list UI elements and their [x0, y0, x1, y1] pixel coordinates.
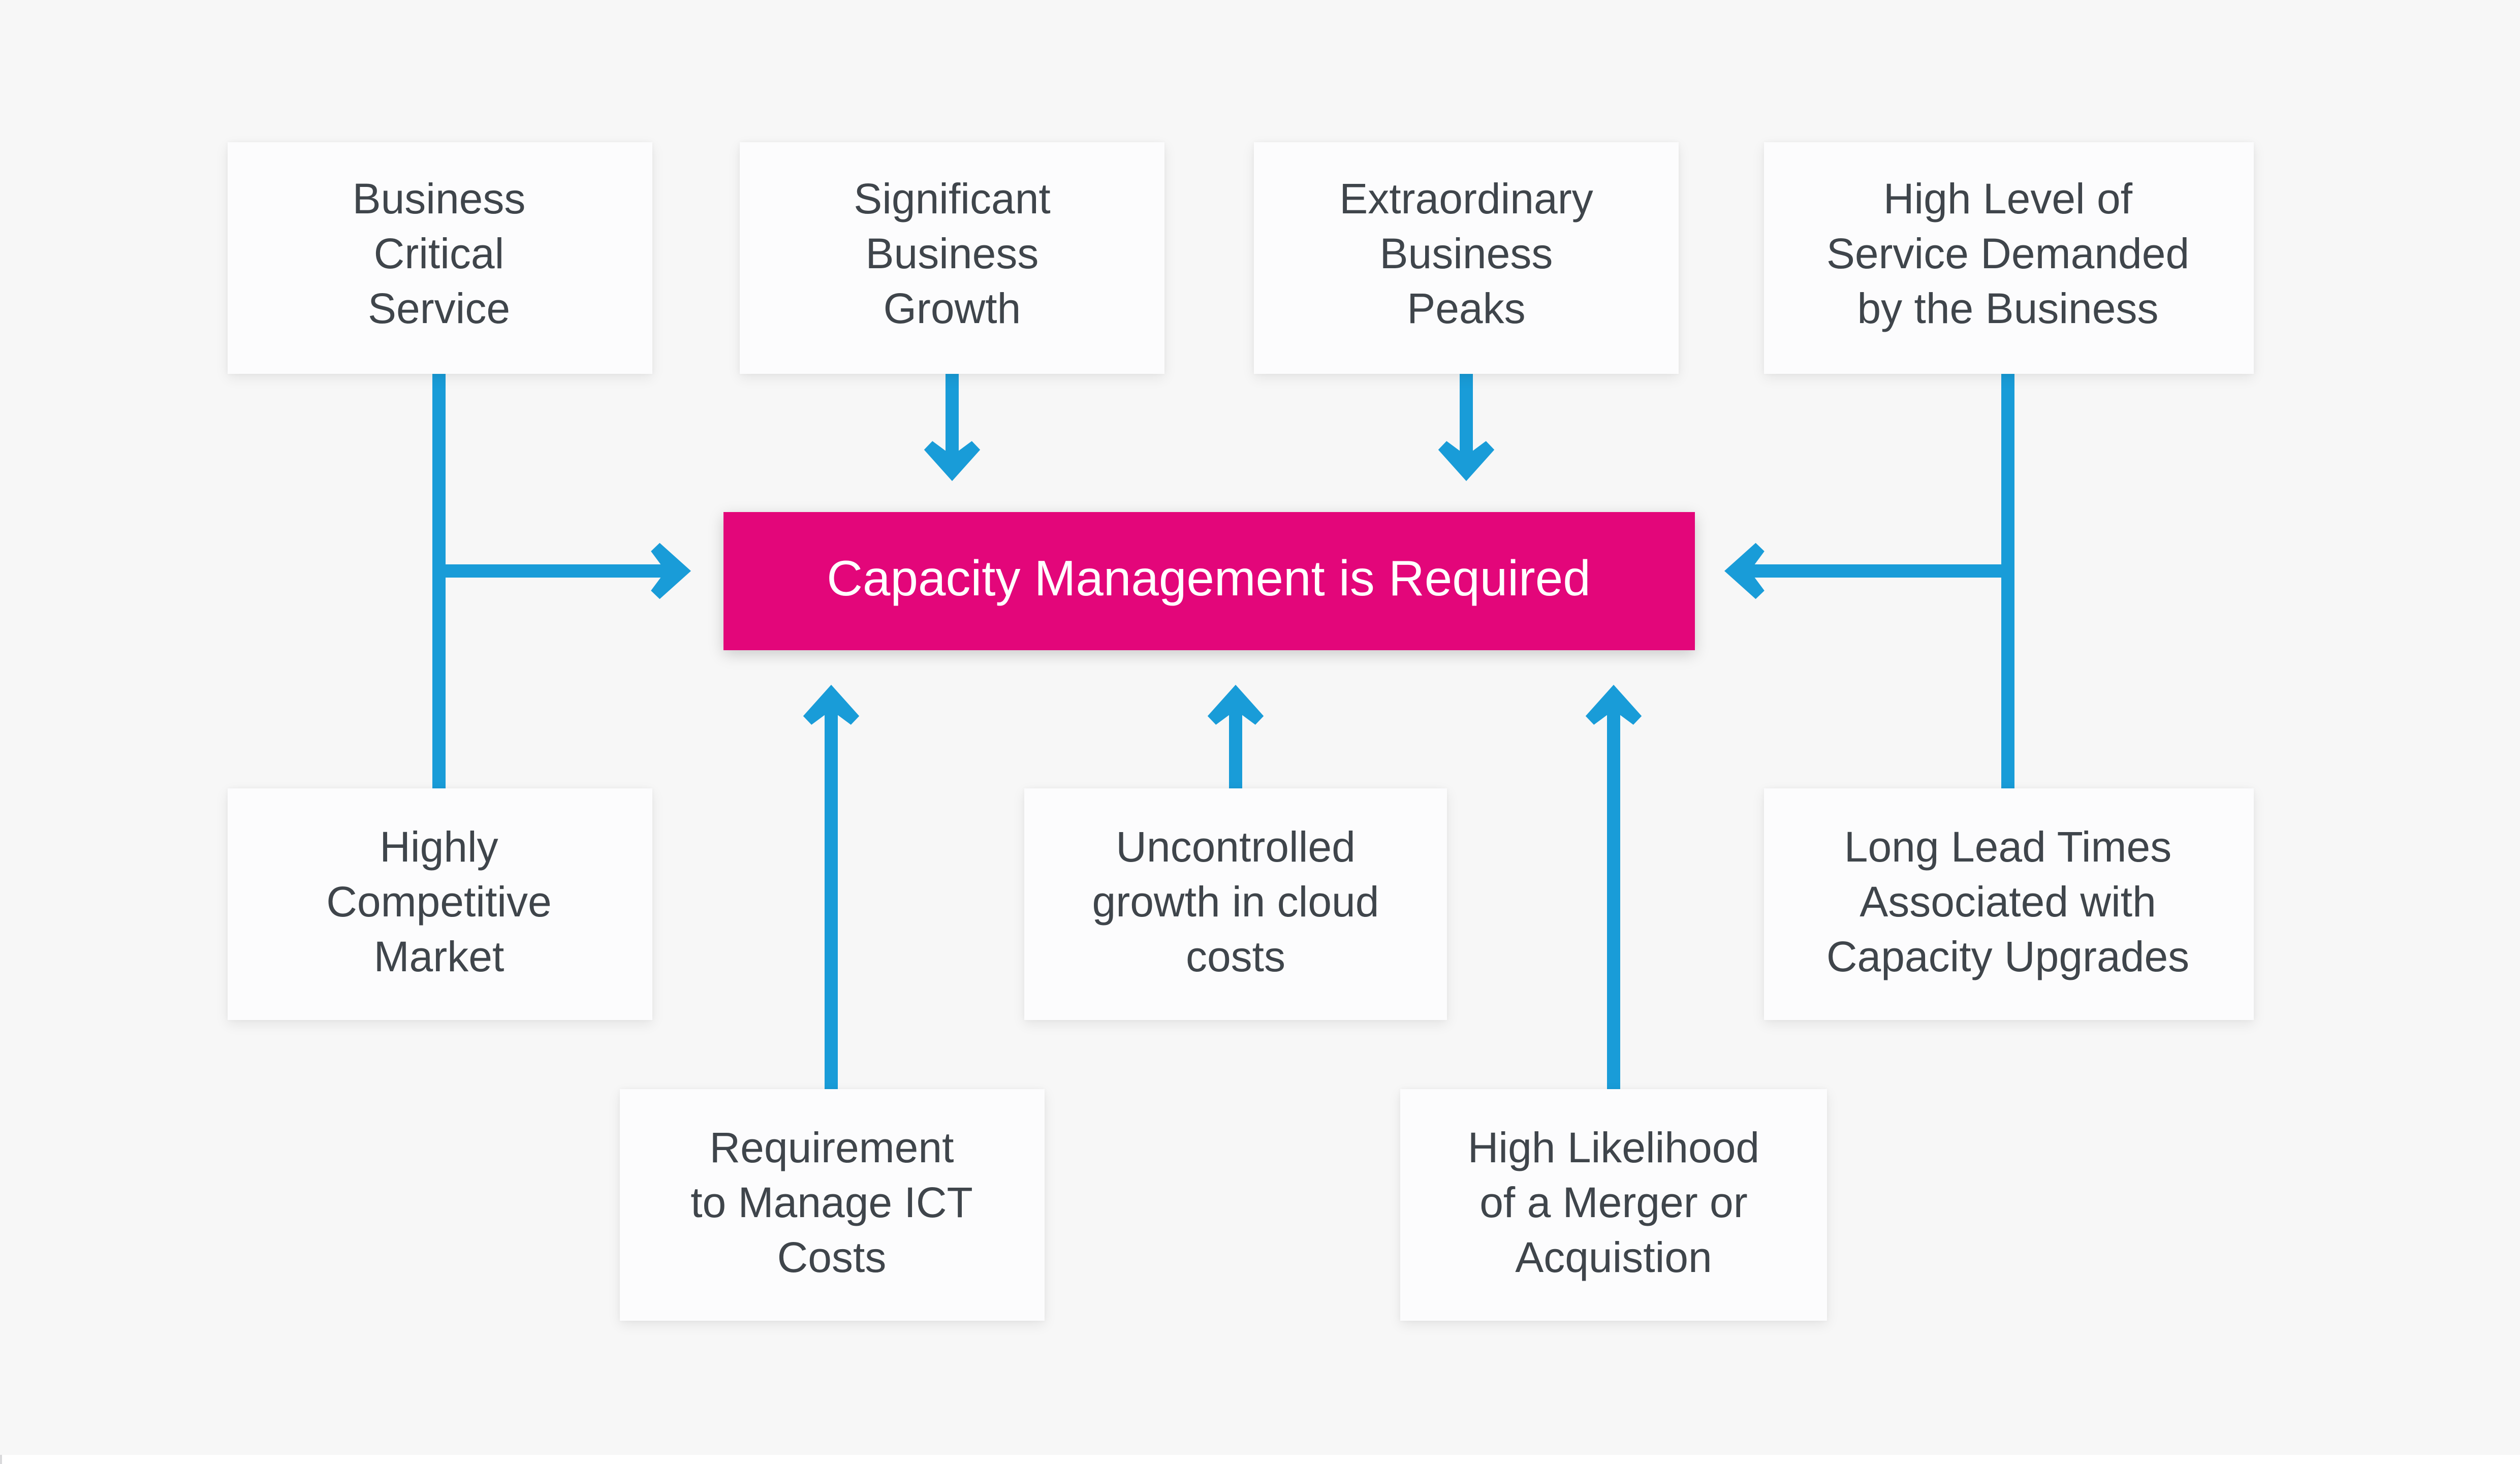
node-high-level-of-service: High Level of Service Demanded by the Bu… [1763, 141, 2253, 373]
arrowhead-left-icon [1724, 543, 1765, 599]
node-label: Requirement to Manage ICT Costs [690, 1126, 973, 1282]
node-highly-competitive-market: Highly Competitive Market [227, 789, 651, 1021]
arrowhead-down-icon [1438, 441, 1495, 481]
arrow-down-business-growth [924, 373, 981, 481]
bottom-strip [0, 1454, 2520, 1464]
node-requirement-manage-ict-costs: Requirement to Manage ICT Costs [619, 1090, 1045, 1321]
node-label: High Likelihood of a Merger or Acquistio… [1467, 1126, 1760, 1282]
arrowhead-up-icon [1585, 685, 1642, 725]
node-label: Significant Business Growth [854, 177, 1051, 333]
node-uncontrolled-cloud-costs: Uncontrolled growth in cloud costs [1024, 789, 1447, 1021]
node-label: Highly Competitive Market [326, 825, 552, 981]
connector-right-tee [1724, 373, 2014, 789]
arrowhead-up-icon [803, 685, 860, 725]
node-label: High Level of Service Demanded by the Bu… [1826, 177, 2190, 333]
center-label: Capacity Management is Required [827, 552, 1591, 608]
node-business-critical-service: Business Critical Service [227, 141, 651, 373]
node-merger-acquisition: High Likelihood of a Merger or Acquistio… [1400, 1090, 1827, 1321]
arrowhead-up-icon [1207, 685, 1264, 725]
node-capacity-management-required: Capacity Management is Required [723, 511, 1694, 649]
arrowhead-right-icon [651, 543, 691, 599]
node-label: Long Lead Times Associated with Capacity… [1826, 825, 2190, 981]
node-extraordinary-business-peaks: Extraordinary Business Peaks [1254, 141, 1679, 373]
arrow-up-cloud-costs [1207, 685, 1264, 789]
connector-left-tee [432, 373, 691, 789]
node-long-lead-times: Long Lead Times Associated with Capacity… [1763, 789, 2253, 1021]
arrow-up-merger [1585, 685, 1642, 1090]
arrow-up-ict-costs [803, 685, 860, 1090]
arrowhead-down-icon [924, 441, 981, 481]
node-label: Extraordinary Business Peaks [1339, 177, 1593, 333]
node-label: Uncontrolled growth in cloud costs [1092, 825, 1379, 981]
arrow-down-business-peaks [1438, 373, 1495, 481]
node-significant-business-growth: Significant Business Growth [740, 141, 1164, 373]
node-label: Business Critical Service [352, 177, 526, 333]
